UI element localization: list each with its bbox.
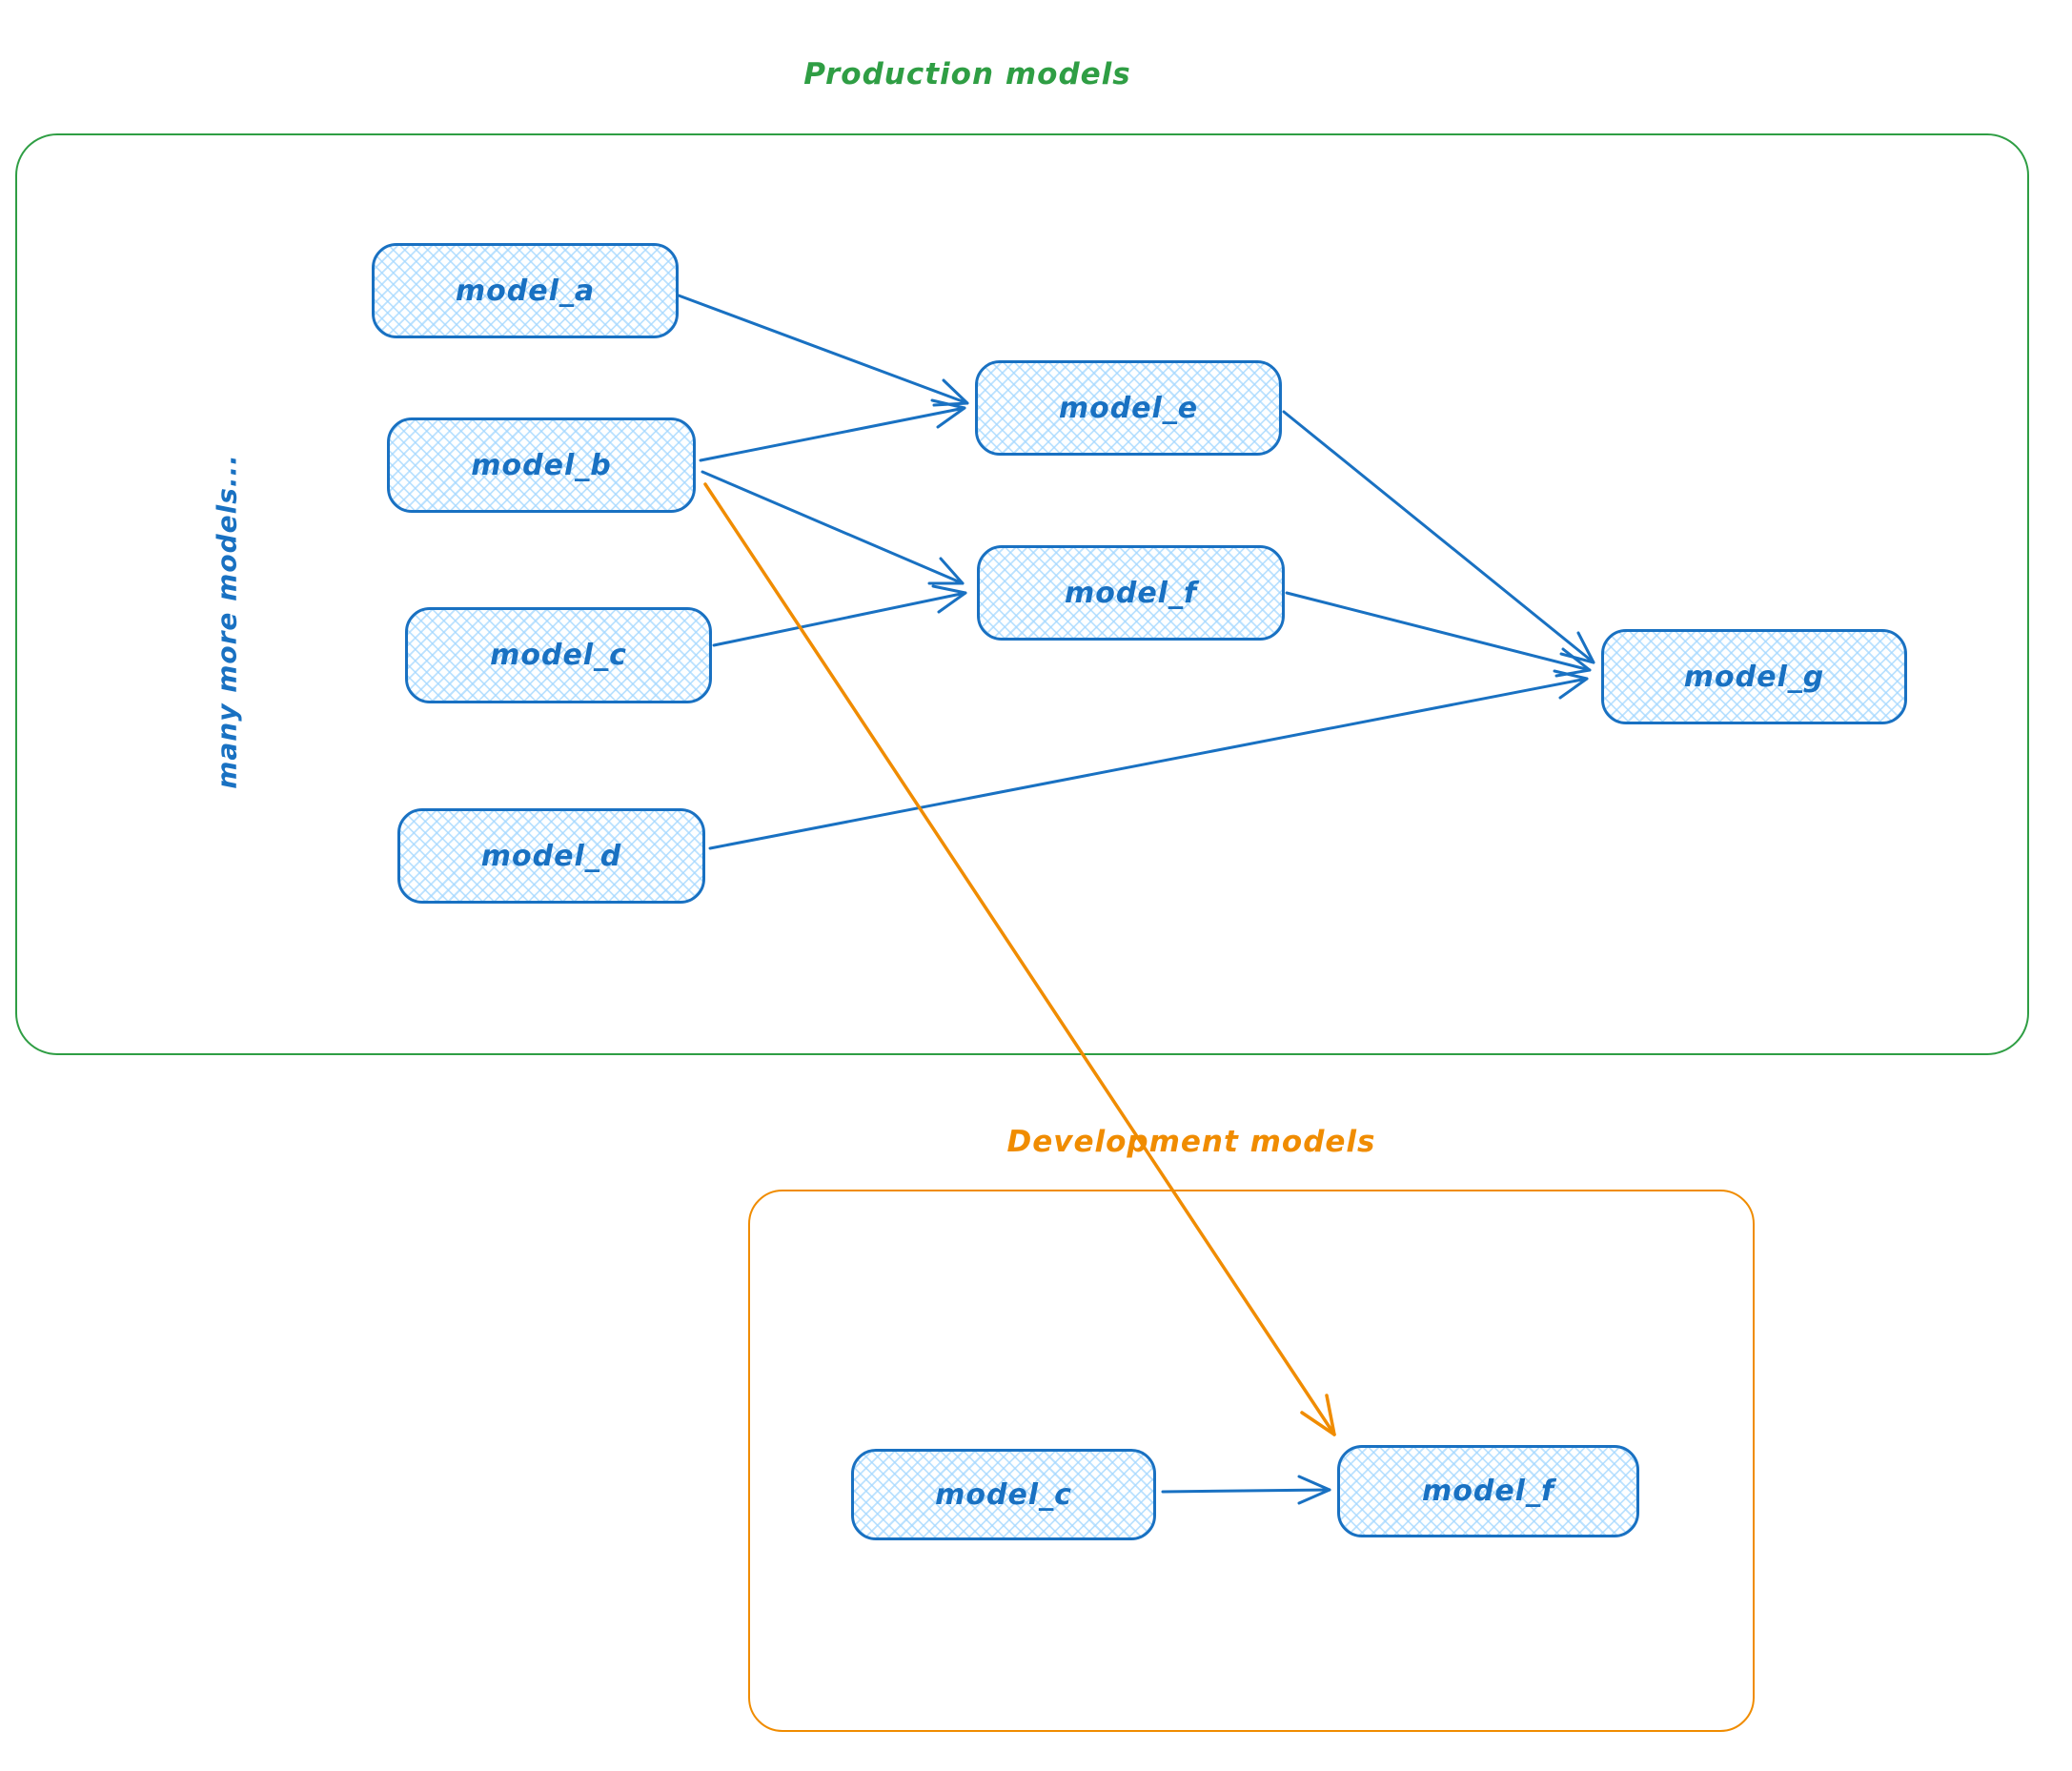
- node-model-g[interactable]: model_g: [1601, 629, 1907, 724]
- node-model-g-label: model_g: [1683, 660, 1825, 694]
- arrow-model-e-to-model-g[interactable]: [1282, 410, 1595, 664]
- node-dev-model-c-label: model_c: [935, 1477, 1072, 1512]
- node-model-e-label: model_e: [1058, 391, 1199, 425]
- node-model-b[interactable]: model_b: [387, 417, 696, 513]
- arrow-model-a-to-model-e[interactable]: [677, 294, 969, 407]
- node-model-a[interactable]: model_a: [372, 243, 679, 338]
- arrow-dev-model-c-to-dev-model-f[interactable]: [1161, 1475, 1331, 1505]
- arrow-model-d-to-model-g[interactable]: [708, 669, 1589, 850]
- arrow-model-c-to-model-f[interactable]: [712, 584, 967, 647]
- node-model-e[interactable]: model_e: [975, 360, 1282, 456]
- node-model-b-label: model_b: [471, 448, 612, 482]
- arrow-model-b-to-model-f[interactable]: [701, 470, 965, 585]
- arrow-model-b-to-model-e[interactable]: [699, 398, 966, 462]
- node-model-d-label: model_d: [480, 839, 622, 873]
- node-dev-model-c[interactable]: model_c: [851, 1449, 1156, 1540]
- node-model-a-label: model_a: [455, 274, 596, 308]
- development-group-frame[interactable]: [748, 1190, 1755, 1732]
- arrow-model-b-to-dev-model-f[interactable]: [703, 482, 1336, 1436]
- node-model-d[interactable]: model_d: [397, 808, 705, 904]
- production-group-title: Production models: [803, 57, 1131, 92]
- production-group-frame[interactable]: [15, 133, 2029, 1055]
- node-model-f-label: model_f: [1064, 576, 1198, 610]
- node-model-c-label: model_c: [490, 639, 627, 672]
- node-model-c[interactable]: model_c: [405, 607, 712, 703]
- node-model-f[interactable]: model_f: [977, 545, 1285, 641]
- arrow-model-f-to-model-g[interactable]: [1285, 591, 1592, 678]
- node-dev-model-f-label: model_f: [1421, 1475, 1555, 1508]
- development-group-title: Development models: [1006, 1125, 1376, 1159]
- node-dev-model-f[interactable]: model_f: [1337, 1445, 1639, 1537]
